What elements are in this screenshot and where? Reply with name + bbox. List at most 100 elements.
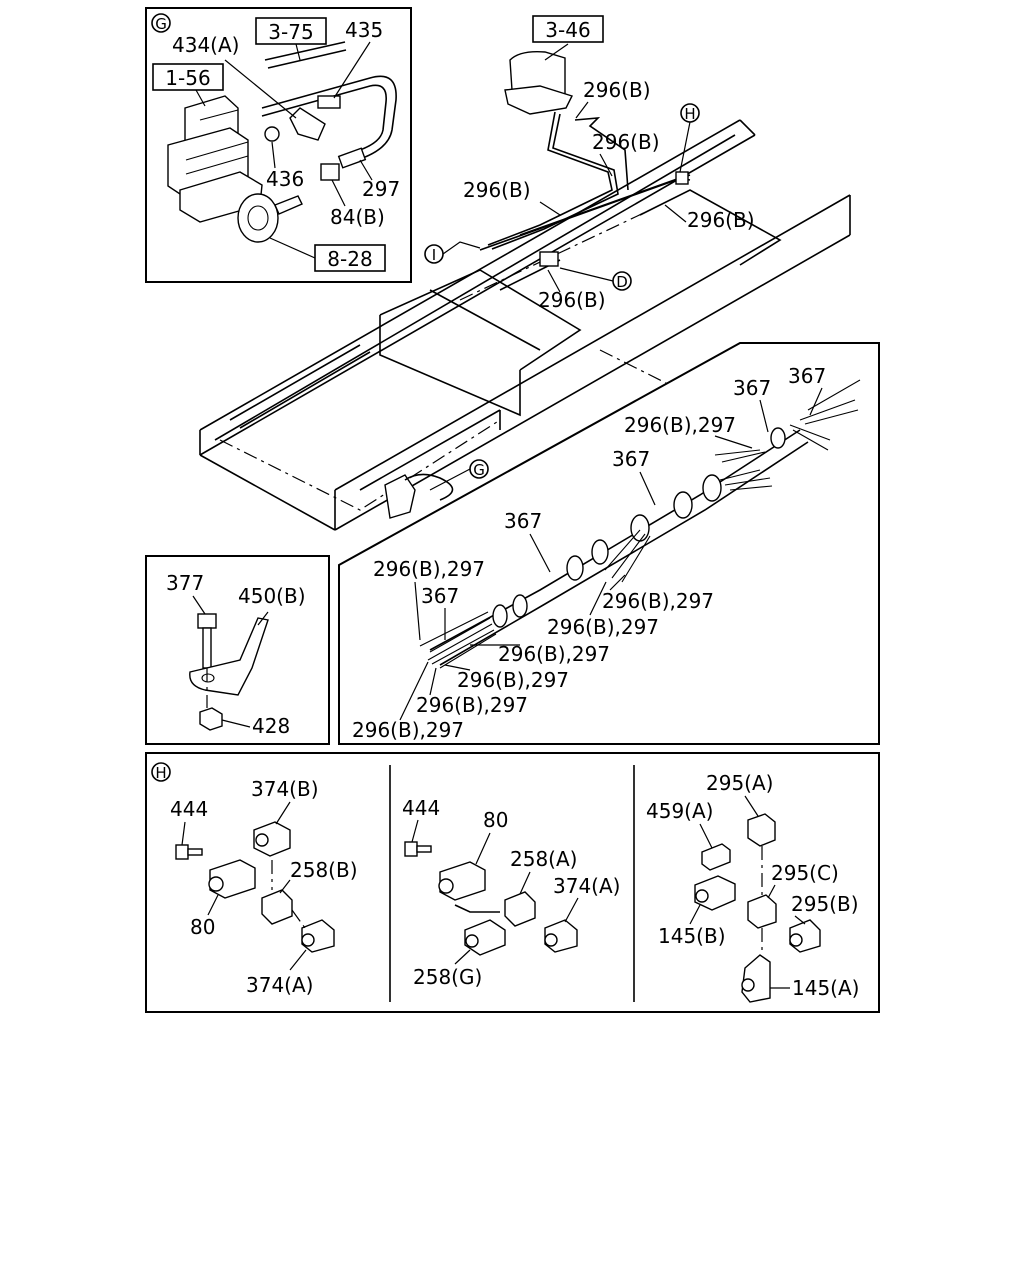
ref-8-28: 8-28 [327,247,372,271]
ref-box-3-75 [255,17,327,45]
clamp-434a [289,107,326,141]
bolt-377-shank [202,627,212,669]
label-367-4: 367 [504,509,542,533]
wires-right [714,379,861,463]
clip-h [675,171,689,185]
label-367-2: 367 [788,364,826,388]
c3-block-295c [747,894,777,929]
label-296b297-2: 296(B),297 [373,557,485,581]
wires-left [419,611,497,669]
panel-h-marker: H [155,764,166,782]
c3-leaders [689,795,806,989]
label-367-3: 367 [612,447,650,471]
c2-tee-port [438,878,454,894]
harness-band-7 [512,594,528,618]
c1-label-80: 80 [190,915,215,939]
label-296b-2: 296(B) [592,130,660,154]
nut-428 [199,707,223,731]
label-296b297-8: 296(B),297 [352,718,464,742]
panel-g: G 3-75 1-56 8-28 434(A) 435 436 297 84(B… [145,7,412,283]
label-428: 428 [252,714,290,738]
harness-band-5 [702,474,722,502]
ref-box-1-56 [152,63,224,91]
c3-tee-145a-port [741,978,755,992]
bracket-hole [201,673,215,683]
cross-member-2 [639,189,782,266]
ref-box-3-46 [532,15,604,43]
ref-3-75: 3-75 [268,20,313,44]
panel-h: H 444 374(B) 258(B) 80 374(A) 444 80 258… [145,752,880,1013]
panel-g-leaders [195,41,373,259]
c1-elbow-374b [253,821,291,857]
harness-band-4 [673,491,693,519]
nut-436 [264,126,280,142]
c2-444-thread [416,845,432,853]
label-296b297-4: 296(B),297 [547,615,659,639]
label-435: 435 [345,18,383,42]
air-line-1 [487,111,619,250]
panel-bracket-frame [145,555,330,745]
harness-leaders [399,387,823,721]
c3-elbow-port [789,933,803,947]
c1-leaders [181,801,307,971]
c3-label-295b: 295(B) [791,892,859,916]
c1-tee-port [208,876,224,892]
c1-label-258b: 258(B) [290,858,358,882]
g-location-part [384,474,416,519]
rail-end [199,454,336,531]
valve-3-46-base [504,85,573,115]
c1-elbow-374a-port [301,933,315,947]
g-location-pipe [404,473,454,501]
c2-label-258g: 258(G) [413,965,482,989]
bracket-leaders [192,595,269,728]
c3-label-459a: 459(A) [646,799,713,823]
label-296b-3: 296(B) [463,178,531,202]
panel-h-marker-circle [151,762,171,782]
c2-fitting-port [465,934,479,948]
c3-fitting-459a [701,843,731,871]
label-84b: 84(B) [330,205,385,229]
marker-d: D [616,273,628,291]
panel-harness-frame [338,342,880,745]
label-434a: 434(A) [172,33,239,57]
panel-h-dividers [389,765,635,1002]
c2-elbow-port [544,933,558,947]
label-296b-4: 296(B) [687,208,755,232]
chamber-fitting [274,195,303,215]
harness-band-1 [566,555,584,581]
label-296b297-3: 296(B),297 [602,589,714,613]
label-296b297-7: 296(B),297 [416,693,528,717]
label-450b: 450(B) [238,584,306,608]
hose-end [337,147,367,169]
rail-right [334,194,851,531]
label-296b297-6: 296(B),297 [457,668,569,692]
panel-harness: 367 367 296(B),297 367 367 296(B),297 36… [338,342,880,745]
label-436: 436 [266,167,304,191]
marker-h: H [684,105,695,123]
label-377: 377 [166,571,204,595]
bracket-450b [189,617,269,696]
bolt-377-head [197,613,217,629]
ref-3-46: 3-46 [545,18,590,42]
chamber-8-28 [237,193,279,243]
valve-body-lines [185,109,249,175]
c3-label-295a: 295(A) [706,771,773,795]
label-296b297-5: 296(B),297 [498,642,610,666]
label-367-1: 367 [733,376,771,400]
nut-84b [320,163,340,181]
c3-elbow-295a [747,813,776,847]
c1-444-thread [187,848,203,856]
marker-g: G [473,461,485,479]
harness-tube [429,429,809,666]
c1-444-head [175,844,189,860]
label-367-5: 367 [421,584,459,608]
c3-label-145b: 145(B) [658,924,726,948]
label-296b-1: 296(B) [583,78,651,102]
pipe-upper [264,41,347,69]
wires-right-2 [719,469,773,491]
c3-tee-port [695,889,709,903]
frame-illustration: 3-46 H I D G 296(B) 296(B) 296(B) 296(B)… [199,15,851,531]
c1-label-374b: 374(B) [251,777,319,801]
rail-left-edge [214,134,736,441]
